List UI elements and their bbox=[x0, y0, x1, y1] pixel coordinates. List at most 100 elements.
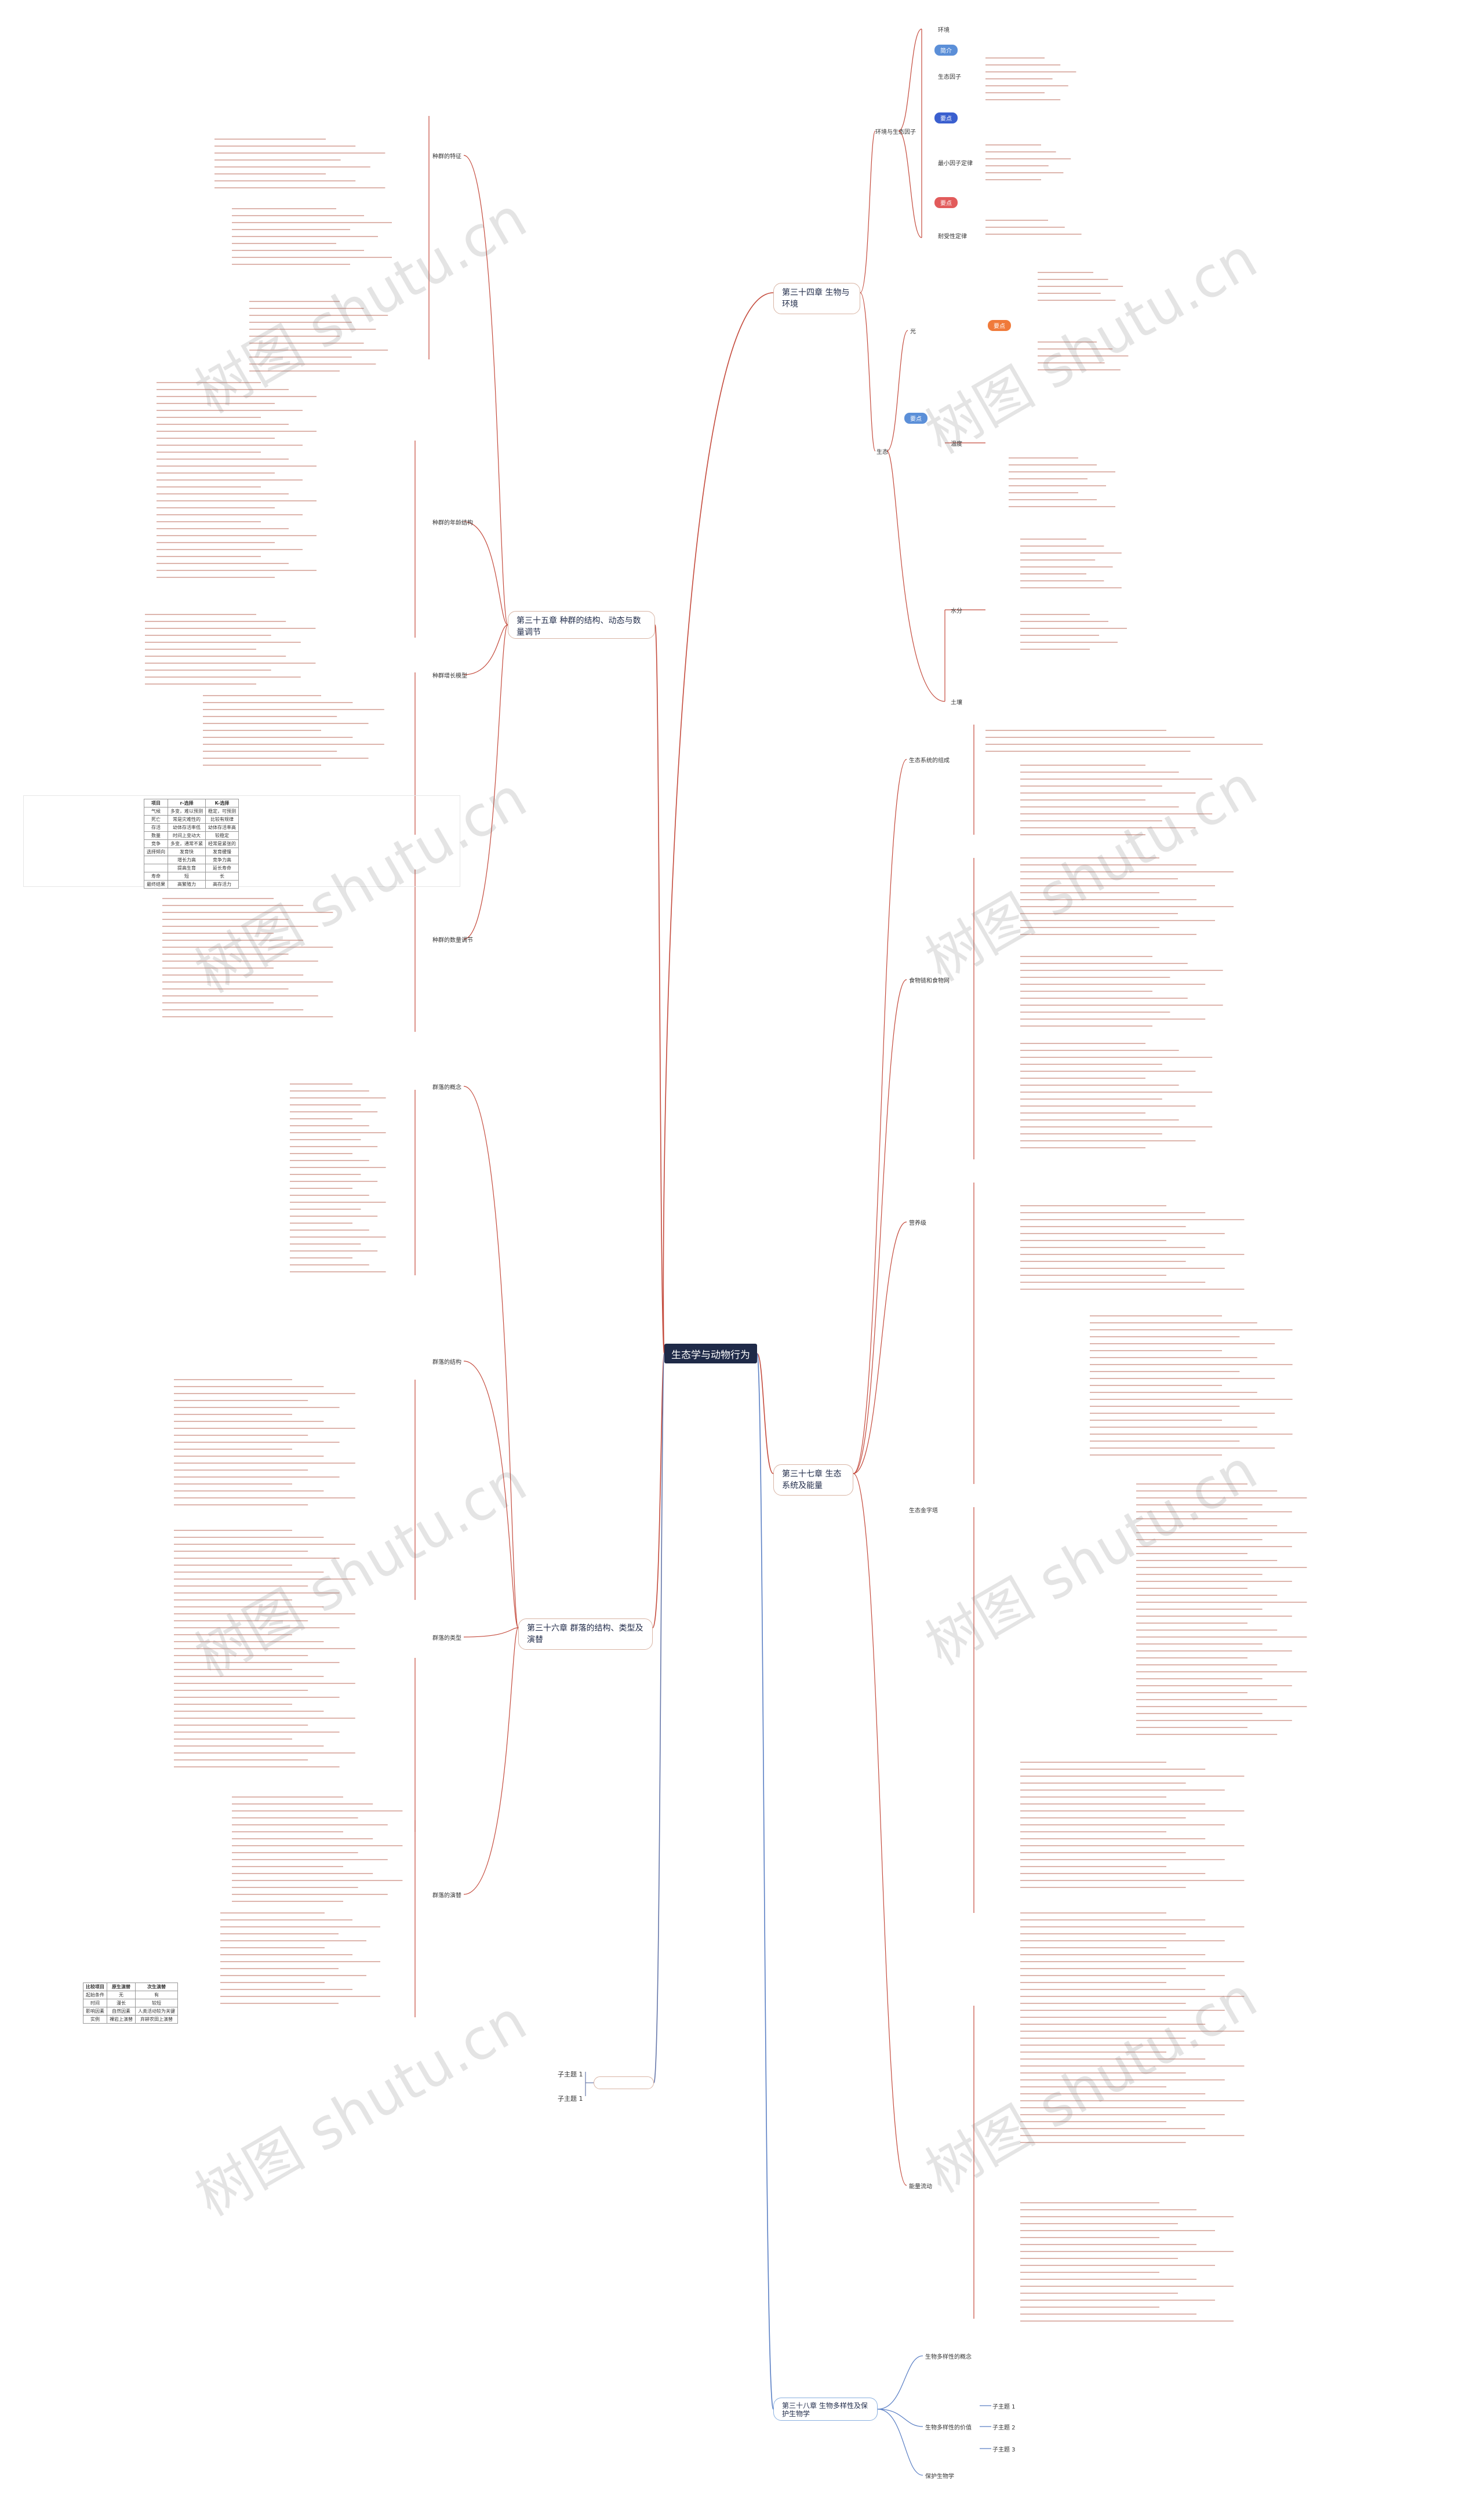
ch37-item-4[interactable]: 能量流动 bbox=[909, 2184, 932, 2190]
link-line bbox=[898, 130, 922, 238]
table-cell: 增长力高 bbox=[168, 856, 206, 864]
table-frame bbox=[23, 795, 460, 887]
env-item-2[interactable]: 最小因子定律 bbox=[938, 161, 973, 167]
env-item-1[interactable]: 生态因子 bbox=[938, 74, 961, 81]
table-cell: 多变，难以预测 bbox=[168, 807, 206, 816]
ch35-item-1[interactable]: 种群的年龄结构 bbox=[432, 520, 473, 526]
link-line bbox=[877, 2409, 923, 2427]
table-cell: 竞争力高 bbox=[205, 856, 239, 864]
pill-key-2[interactable]: 要点 bbox=[934, 197, 958, 208]
link-line bbox=[853, 979, 907, 1474]
table-cell: 原生演替 bbox=[107, 1983, 136, 1991]
ch38-item-2[interactable]: 保护生物学 bbox=[925, 2473, 954, 2480]
ch38-item-4[interactable]: 子主题 2 bbox=[992, 2425, 1016, 2431]
link-line bbox=[463, 521, 508, 625]
left-subtopic-a[interactable]: 子主题 1 bbox=[558, 2071, 583, 2078]
ch38-item-1[interactable]: 生物多样性的价值 bbox=[925, 2425, 972, 2431]
ch38-item-5[interactable]: 子主题 3 bbox=[992, 2447, 1016, 2453]
table-row: 寿命短长 bbox=[144, 872, 239, 881]
table-row: 时间漫长较短 bbox=[83, 1999, 178, 2007]
table-cell: 次生演替 bbox=[135, 1983, 178, 1991]
link-line bbox=[898, 28, 922, 132]
table-cell: 幼体存活率低 bbox=[168, 823, 206, 832]
ch35-item-3[interactable]: 种群的数量调节 bbox=[432, 937, 473, 944]
left-subtopic-b[interactable]: 子主题 1 bbox=[558, 2095, 583, 2102]
chapter-38[interactable]: 第三十八章 生物多样性及保护生物学 bbox=[773, 2398, 878, 2421]
empty-chapter[interactable] bbox=[594, 2076, 654, 2089]
ch37-item-3[interactable]: 生态金字塔 bbox=[909, 1508, 938, 1514]
table-cell: 寿命 bbox=[144, 872, 168, 881]
table-cell: 稳定，可预测 bbox=[205, 807, 239, 816]
ch37-item-1[interactable]: 食物链和食物网 bbox=[909, 978, 950, 984]
table-row: 最终结果高繁殖力高存活力 bbox=[144, 880, 239, 889]
env-factors-node[interactable]: 环境与生态因子 bbox=[875, 129, 916, 136]
link-line bbox=[463, 1627, 519, 1638]
table-cell: 较短 bbox=[135, 1999, 178, 2007]
ch36-item-2[interactable]: 群落的类型 bbox=[432, 1635, 461, 1642]
env-item-0[interactable]: 环境 bbox=[938, 27, 950, 34]
table-cell: 死亡 bbox=[144, 815, 168, 824]
table-cell: r-选择 bbox=[168, 799, 206, 807]
table-cell: 影响因素 bbox=[83, 2007, 107, 2016]
pill-key-3[interactable]: 要点 bbox=[988, 320, 1011, 331]
table-cell: 幼体存活率高 bbox=[205, 823, 239, 832]
pill-key-1[interactable]: 要点 bbox=[934, 112, 958, 123]
table-cell: 起始条件 bbox=[83, 1991, 107, 1999]
table-row: 影响因素自然因素人类活动较为关键 bbox=[83, 2007, 178, 2016]
table-cell: 较稳定 bbox=[205, 831, 239, 840]
succession-compare-table: 比较项目原生演替次生演替起始条件无有时间漫长较短影响因素自然因素人类活动较为关键… bbox=[83, 1983, 178, 2024]
ch36-item-0[interactable]: 群落的概念 bbox=[432, 1085, 461, 1091]
root-topic[interactable]: 生态学与动物行为 bbox=[664, 1344, 757, 1363]
pill-intro[interactable]: 简介 bbox=[934, 45, 958, 56]
ch36-item-1[interactable]: 群落的结构 bbox=[432, 1359, 461, 1366]
ecology-node[interactable]: 生态 bbox=[876, 449, 888, 456]
eco-soil[interactable]: 土壤 bbox=[951, 700, 962, 706]
table-cell: 比较项目 bbox=[83, 1983, 107, 1991]
table-row: 实例裸岩上演替弃耕农田上演替 bbox=[83, 2015, 178, 2024]
pill-key-4[interactable]: 要点 bbox=[904, 413, 928, 424]
chapter-37[interactable]: 第三十七章 生态系统及能量 bbox=[773, 1464, 853, 1496]
table-cell: 数量 bbox=[144, 831, 168, 840]
link-line bbox=[886, 330, 908, 452]
table-cell: 长 bbox=[205, 872, 239, 881]
link-line bbox=[853, 759, 907, 1474]
link-line bbox=[853, 1473, 907, 2186]
chapter-34[interactable]: 第三十四章 生物与环境 bbox=[773, 283, 860, 314]
link-line bbox=[654, 624, 665, 1354]
table-row: 竞争多变，通常不紧经常是紧张的 bbox=[144, 839, 239, 848]
ch36-item-3[interactable]: 群落的演替 bbox=[432, 1893, 461, 1899]
table-cell: 选择倾向 bbox=[144, 847, 168, 856]
table-cell: 竞争 bbox=[144, 839, 168, 848]
link-line bbox=[652, 1353, 665, 1628]
table-cell: 高存活力 bbox=[205, 880, 239, 889]
table-cell: 时间 bbox=[83, 1999, 107, 2007]
ch35-item-0[interactable]: 种群的特征 bbox=[432, 154, 461, 160]
link-line bbox=[463, 624, 508, 675]
table-row: 选择倾向发育快发育缓慢 bbox=[144, 847, 239, 856]
env-item-3[interactable]: 耐受性定律 bbox=[938, 234, 967, 240]
ch37-item-0[interactable]: 生态系统的组成 bbox=[909, 758, 950, 764]
link-line bbox=[877, 2355, 923, 2410]
table-row: 增长力高竞争力高 bbox=[144, 856, 239, 864]
ch38-item-0[interactable]: 生物多样性的概念 bbox=[925, 2354, 972, 2360]
table-cell: 短 bbox=[168, 872, 206, 881]
eco-light[interactable]: 光 bbox=[910, 329, 916, 335]
table-cell: 比较有规律 bbox=[205, 815, 239, 824]
link-line bbox=[463, 155, 508, 625]
chapter-35[interactable]: 第三十五章 种群的结构、动态与数量调节 bbox=[508, 611, 655, 639]
eco-water[interactable]: 水分 bbox=[951, 608, 962, 614]
table-cell: 发育快 bbox=[168, 847, 206, 856]
ch37-item-2[interactable]: 营养级 bbox=[909, 1220, 926, 1227]
table-cell: 多变，通常不紧 bbox=[168, 839, 206, 848]
link-line bbox=[463, 624, 508, 940]
table-cell bbox=[144, 856, 168, 864]
chapter-36[interactable]: 第三十六章 群落的结构、类型及演替 bbox=[518, 1618, 653, 1650]
ch35-item-2[interactable]: 种群增长模型 bbox=[432, 673, 467, 679]
table-row: 存活幼体存活率低幼体存活率高 bbox=[144, 823, 239, 832]
eco-temp[interactable]: 温度 bbox=[951, 441, 962, 448]
ch38-item-3[interactable]: 子主题 1 bbox=[992, 2404, 1016, 2410]
table-cell: 高繁殖力 bbox=[168, 880, 206, 889]
link-line bbox=[663, 292, 774, 1354]
link-line bbox=[756, 1353, 774, 2410]
